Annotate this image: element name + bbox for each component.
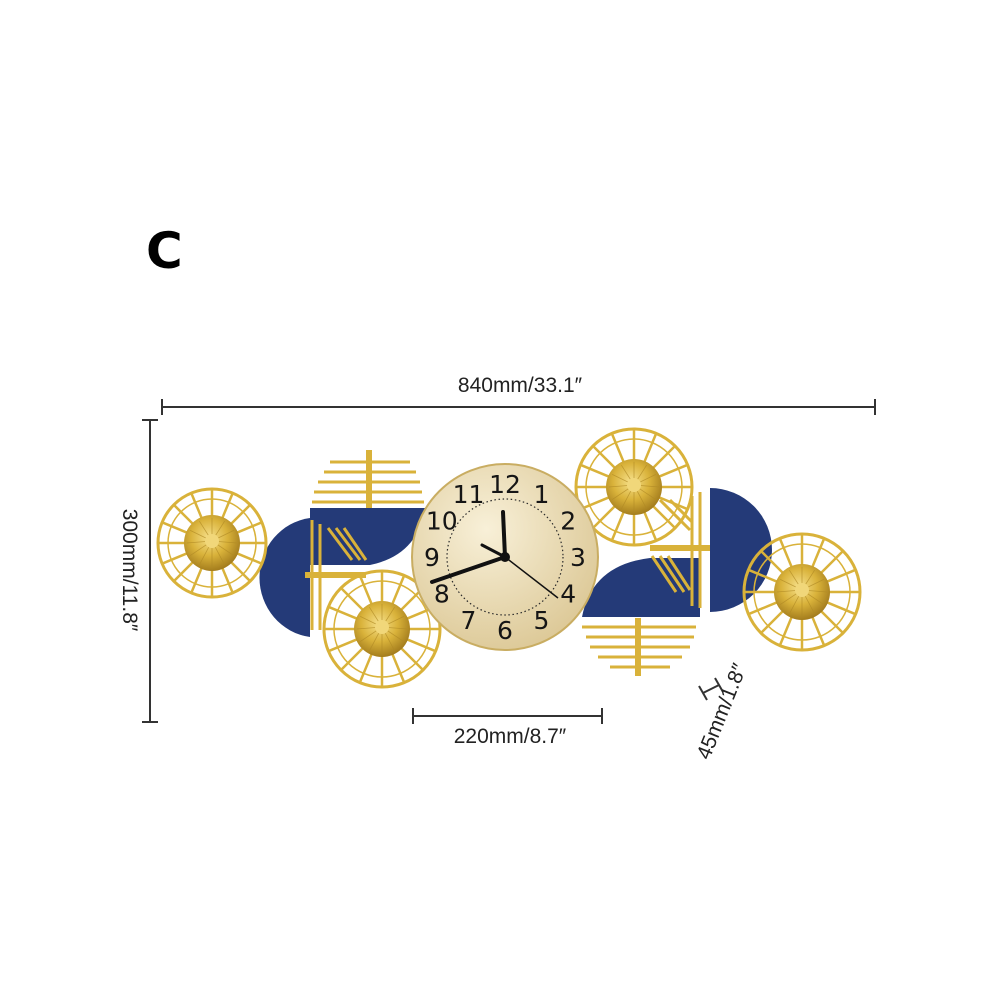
- gold-wheel-far-left: [156, 487, 268, 599]
- height-label: 300mm/11.8″: [118, 509, 141, 632]
- clock-numeral: 6: [497, 616, 513, 645]
- clock-center-cap: [500, 552, 510, 562]
- clock-numeral: 12: [489, 470, 521, 499]
- clock-minute-hand: [430, 555, 507, 584]
- gold-wheel-right-upper: [574, 427, 694, 547]
- clock-numeral: 7: [461, 606, 477, 635]
- height-dimension: [142, 419, 158, 723]
- clock-numeral: 4: [560, 580, 576, 609]
- clock-numeral: 2: [560, 507, 576, 536]
- width-dimension: [161, 399, 876, 415]
- gold-wheel-left-lower: [322, 569, 442, 689]
- clock-numeral: 5: [534, 606, 550, 635]
- clock-hour-hand: [501, 510, 507, 559]
- gold-comb-left-top: [312, 450, 424, 508]
- gold-comb-left-bottom: [305, 520, 368, 630]
- width-label: 840mm/33.1″: [458, 374, 583, 397]
- depth-label: 45mm/1.8″: [692, 660, 751, 763]
- navy-panels: [259, 488, 772, 637]
- clock-diameter-label: 220mm/8.7″: [454, 725, 567, 748]
- clock-numeral: 10: [426, 507, 458, 536]
- clock-minute-track: [446, 498, 564, 616]
- gold-wheel-far-right: [742, 532, 862, 652]
- navy-panel-left-top: [310, 508, 425, 565]
- clock-diameter-dimension: [412, 708, 603, 724]
- navy-half-disc-left: [259, 518, 310, 637]
- clock-second-hand: [504, 556, 559, 599]
- clock-numeral: 1: [534, 480, 550, 509]
- variant-label: C: [146, 222, 183, 280]
- clock-numeral: 9: [424, 543, 440, 572]
- clock-numeral: 3: [570, 543, 586, 572]
- navy-half-disc-right: [710, 488, 772, 612]
- clock-numeral: 11: [453, 480, 485, 509]
- clock-numeral: 8: [434, 580, 450, 609]
- depth-dimension: [698, 677, 724, 701]
- gold-comb-right-bottom: [582, 618, 696, 676]
